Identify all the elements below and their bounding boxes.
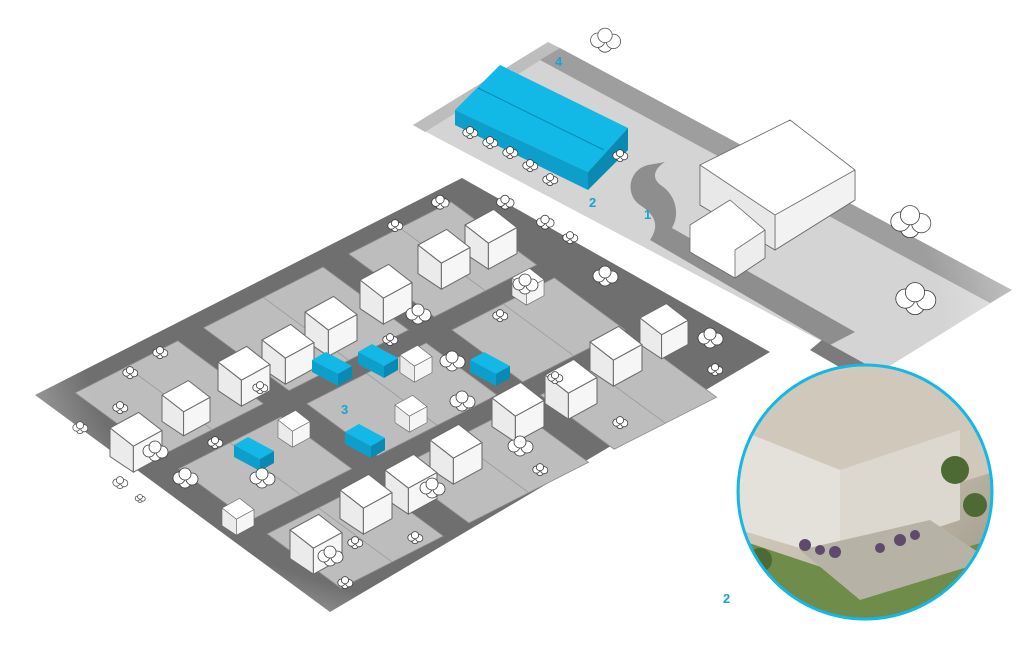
callout-2-detail: 2 <box>723 591 731 606</box>
callout-2-driveway: 2 <box>589 195 597 210</box>
inset-border <box>736 363 994 621</box>
detail-photo-inset <box>736 363 994 621</box>
callout-1: 1 <box>644 207 652 222</box>
callout-3: 3 <box>341 402 349 417</box>
callout-4: 4 <box>555 54 563 69</box>
